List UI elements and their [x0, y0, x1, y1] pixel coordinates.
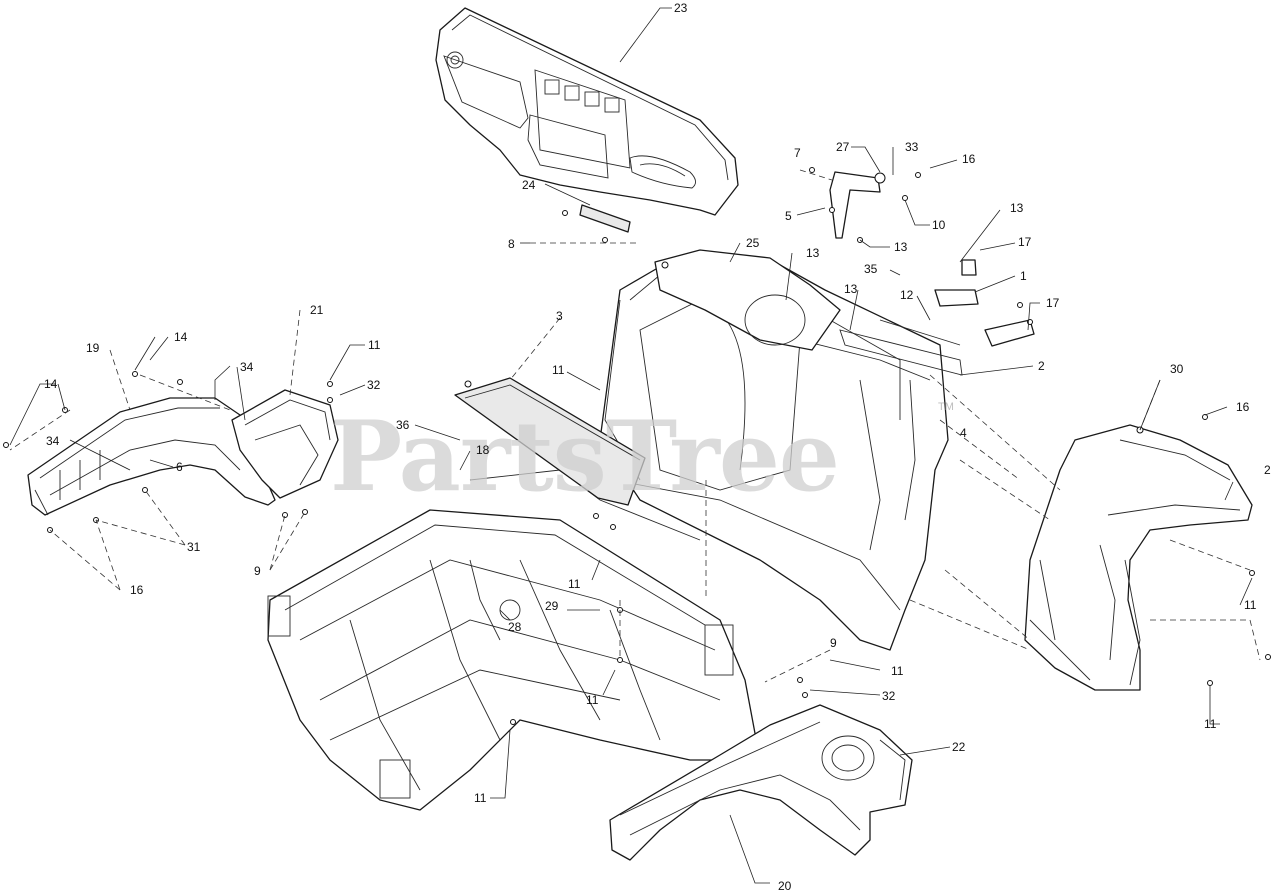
callout-35: 35 [864, 262, 878, 276]
trim-strip [579, 204, 631, 233]
right-front-fender [609, 704, 913, 861]
callout-23: 23 [674, 1, 688, 15]
callout-13d: 13 [844, 282, 858, 296]
callout-2b: 2 [1264, 463, 1271, 477]
callout-12: 12 [900, 288, 914, 302]
callout-25: 25 [746, 236, 760, 250]
callout-13a: 13 [1010, 201, 1024, 215]
callout-11e: 11 [891, 664, 904, 678]
left-front-fender [27, 397, 276, 516]
watermark-trademark: TM [938, 401, 954, 413]
callout-11b: 11 [552, 363, 565, 377]
callout-29: 29 [545, 599, 559, 613]
callout-20: 20 [778, 879, 792, 893]
callout-2: 2 [1038, 359, 1045, 373]
callout-14b: 14 [44, 377, 58, 391]
callout-11f: 11 [586, 693, 599, 707]
callout-30: 30 [1170, 362, 1184, 376]
callout-11g: 11 [1204, 717, 1217, 731]
callout-10: 10 [932, 218, 946, 232]
right-rear-fender [1024, 424, 1253, 691]
lever-bracket-assembly [829, 171, 1035, 347]
callout-16c: 16 [130, 583, 144, 597]
callout-31: 31 [187, 540, 201, 554]
callout-4: 4 [960, 426, 967, 440]
callout-14a: 14 [174, 330, 188, 344]
callout-36: 36 [396, 418, 410, 432]
callout-11d: 11 [1244, 598, 1257, 612]
callout-32a: 32 [367, 378, 381, 392]
callout-19: 19 [86, 341, 100, 355]
callout-11c: 11 [568, 577, 581, 591]
seat-back [654, 249, 841, 351]
callout-34a: 34 [240, 360, 254, 374]
callout-22: 22 [952, 740, 966, 754]
tunnel-cover [454, 377, 646, 506]
callout-16b: 16 [1236, 400, 1250, 414]
callout-11a: 11 [368, 338, 381, 352]
callout-21: 21 [310, 303, 324, 317]
callout-17a: 17 [1018, 235, 1032, 249]
callout-6: 6 [176, 460, 183, 474]
callout-33: 33 [905, 140, 919, 154]
callout-9a: 9 [254, 564, 261, 578]
callout-16a: 16 [962, 152, 976, 166]
callout-3: 3 [556, 309, 563, 323]
callout-24: 24 [522, 178, 536, 192]
callout-5: 5 [785, 209, 792, 223]
callout-labels: 23 27 33 7 16 5 10 24 8 13 13 13 13 25 1… [44, 1, 1271, 893]
callout-8: 8 [508, 237, 515, 251]
callout-34b: 34 [46, 434, 60, 448]
callout-1: 1 [1020, 269, 1027, 283]
dashboard-panel [435, 7, 739, 216]
callout-leaders [9, 7, 1253, 884]
callout-13b: 13 [894, 240, 908, 254]
callout-13c: 13 [806, 246, 820, 260]
callout-11h: 11 [474, 791, 487, 805]
callout-7: 7 [794, 146, 801, 160]
watermark-logo: PartsTree [330, 400, 839, 513]
chassis-frame [267, 261, 963, 811]
callout-9b: 9 [830, 636, 837, 650]
callout-32b: 32 [882, 689, 896, 703]
callout-28: 28 [508, 620, 522, 634]
callout-17b: 17 [1046, 296, 1060, 310]
callout-18: 18 [476, 443, 490, 457]
callout-27: 27 [836, 140, 850, 154]
